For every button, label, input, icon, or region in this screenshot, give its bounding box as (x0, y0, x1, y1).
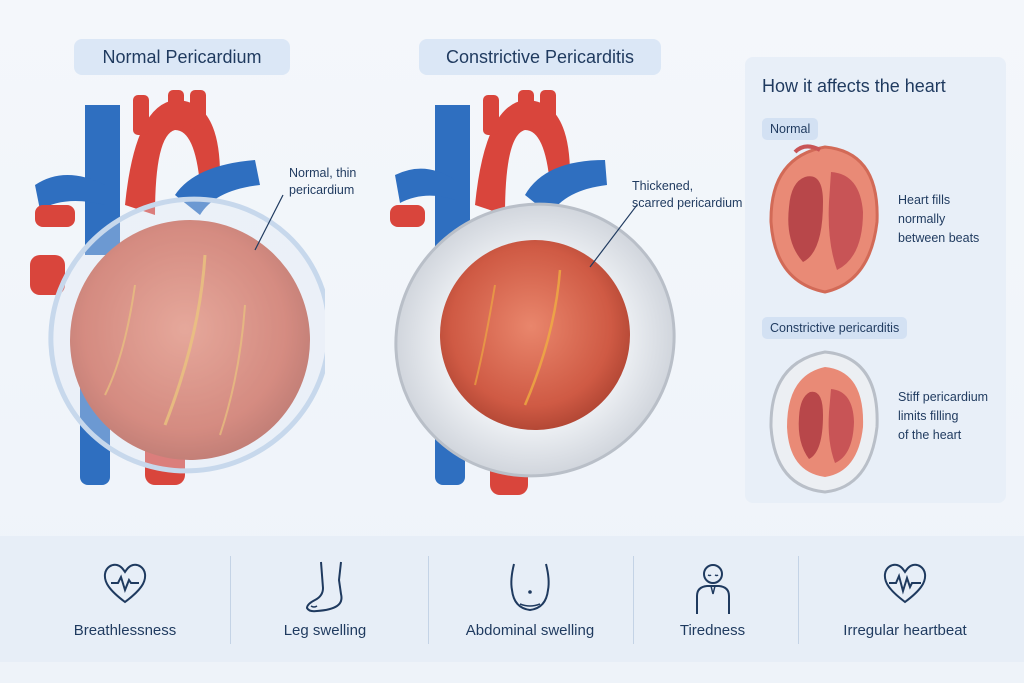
constrictive-description: Stiff pericardium limits filling of the … (898, 388, 988, 445)
how-it-affects-panel: How it affects the heart Normal Heart fi… (745, 57, 1006, 503)
divider (428, 556, 429, 644)
divider (230, 556, 231, 644)
thin-pericardium (48, 196, 325, 474)
superior-vena-cava (85, 105, 120, 255)
heart-pulse-icon (883, 563, 927, 604)
heart-pulse-icon (103, 563, 147, 604)
abdomen-icon (510, 563, 550, 612)
symptoms-bar: Breathlessness Leg swelling Abdominal sw… (0, 536, 1024, 662)
symptom-irregular-heartbeat: Irregular heartbeat (810, 536, 1000, 662)
description-line: of the heart (898, 428, 962, 442)
symptom-label: Irregular heartbeat (843, 622, 967, 639)
symptom-tiredness: Tiredness (640, 536, 785, 662)
symptom-label: Abdominal swelling (465, 622, 595, 639)
aortic-branch-2 (518, 90, 534, 130)
normal-heart-illustration (30, 90, 325, 485)
description-line: between beats (898, 231, 980, 245)
description-line: limits filling (898, 409, 959, 423)
aortic-branch-3 (190, 90, 206, 130)
annotation-line: Normal, thin (289, 166, 357, 180)
aortic-branch-3 (540, 90, 556, 130)
normal-description: Heart fills normally between beats (898, 191, 979, 248)
heart-muscle (440, 240, 630, 430)
annotation-line: pericardium (289, 183, 355, 197)
normal-label: Normal (762, 118, 819, 140)
divider (798, 556, 799, 644)
pulmonary-artery-left (35, 205, 75, 227)
symptom-label: Breathlessness (73, 622, 177, 639)
description-line: Stiff pericardium (898, 390, 989, 404)
annotation-line: Thickened, (632, 179, 694, 193)
pulmonary-vein-left (395, 168, 455, 203)
leg-icon (305, 561, 343, 613)
constrictive-heart-cross-section (769, 350, 879, 494)
normal-heart-cross-section (769, 144, 879, 294)
heart-muscle (70, 220, 310, 460)
symptom-label: Leg swelling (283, 622, 367, 639)
constrictive-pericardium-annotation: Thickened, scarred pericardium (632, 178, 742, 212)
description-line: normally (898, 212, 946, 226)
symptom-abdominal-swelling: Abdominal swelling (440, 536, 620, 662)
aortic-branch-1 (133, 95, 149, 135)
constrictive-heart-illustration (390, 90, 676, 495)
left-vessel (30, 255, 65, 295)
pulmonary-vein-left (35, 175, 105, 210)
tired-person-icon (696, 564, 730, 614)
symptom-leg-swelling: Leg swelling (240, 536, 410, 662)
aortic-branch-2 (168, 90, 184, 130)
annotation-line: scarred pericardium (632, 196, 743, 210)
aortic-branch-1 (483, 95, 499, 135)
divider (633, 556, 634, 644)
constrictive-pericarditis-header: Constrictive Pericarditis (419, 39, 661, 75)
constrictive-label: Constrictive pericarditis (762, 317, 908, 339)
pulmonary-artery (525, 160, 607, 215)
normal-pericardium-annotation: Normal, thin pericardium (289, 165, 356, 199)
normal-pericardium-header: Normal Pericardium (74, 39, 290, 75)
panel-title: How it affects the heart (762, 76, 946, 96)
description-line: Heart fills (898, 193, 951, 207)
symptom-breathlessness: Breathlessness (40, 536, 210, 662)
symptom-label: Tiredness (679, 622, 746, 639)
pulmonary-artery-left (390, 205, 425, 227)
